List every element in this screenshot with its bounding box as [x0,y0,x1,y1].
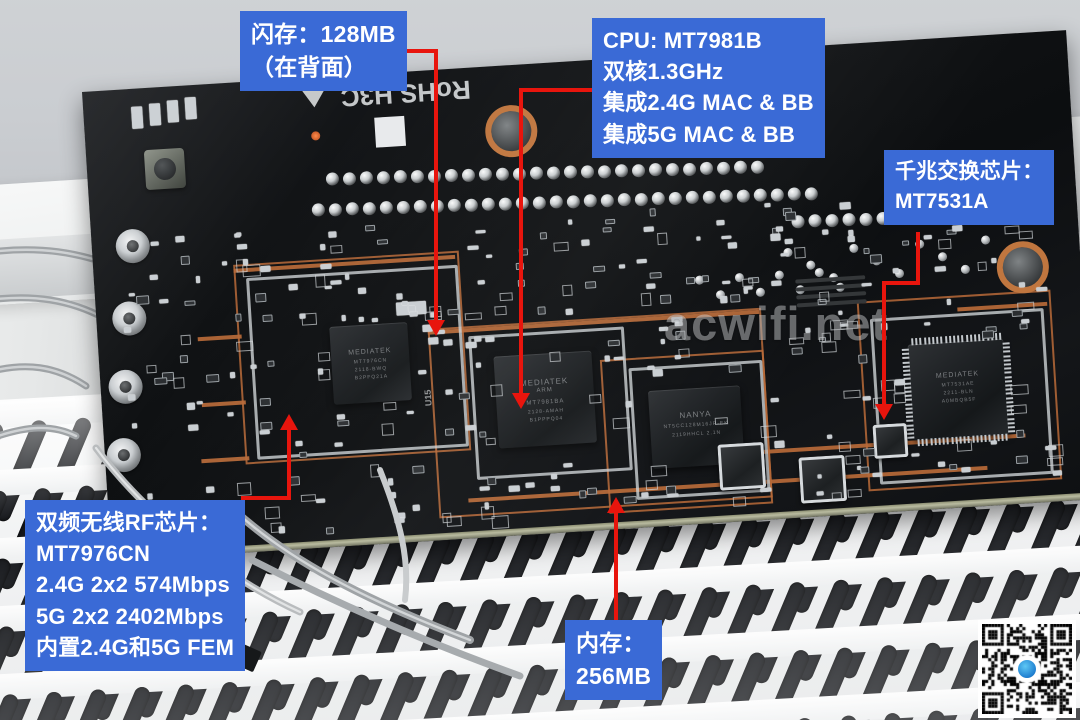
switch-label-line-1: 千兆交换芯片： [895,160,1044,183]
rf-label-line-4: 5G 2x2 2402Mbps [36,603,224,629]
qr-code[interactable] [978,620,1076,718]
leader-line-rf-v [287,430,291,500]
watermark: acwifi.net [664,297,889,350]
leader-line-memory [614,512,618,620]
antenna-connector-ant1 [114,228,151,265]
memory-label-line-1: 内存： [576,630,646,656]
chip-mt7976cn: MEDIATEK MT7976CN 2118-BWQ B2PFQ21A [329,322,412,405]
flash-label-line-2: （在背面） [251,53,367,80]
cpu-label: CPU: MT7981B 双核1.3GHz 集成2.4G MAC & BB 集成… [592,18,825,158]
flash-label: 闪存：128MB （在背面） [240,11,407,92]
switch-chip-label: 千兆交换芯片： MT7531A [884,150,1055,225]
memory-label-line-2: 256MB [576,662,652,689]
cpu-label-line-2: 双核1.3GHz [603,59,724,85]
leader-arrow-flash [427,320,445,336]
leader-line-switch-v2 [882,281,886,409]
rf-chip-label: 双频无线RF芯片： MT7976CN 2.4G 2x2 574Mbps 5G 2… [25,500,246,672]
pcb-board: RoHS H3C MEDIATEK MT7976CN 2118-BWQ B2PF… [82,30,1080,562]
chip-mt7531a: MEDIATEK MT7531AE 2211-BLN A0MBQB5F [907,338,1010,441]
leader-line-cpu-h [519,88,597,92]
flash-label-line-1: 闪存：128MB [251,21,396,47]
switch-label-line-2: MT7531A [895,189,989,213]
leader-line-rf-h [241,496,291,500]
leader-line-flash-vert [434,49,438,325]
leader-line-flash [399,49,438,53]
antenna-connector-ant3 [107,368,144,405]
browser-logo-icon [1014,656,1040,682]
cpu-label-line-1: CPU: MT7981B [603,28,762,53]
cpu-label-line-4: 集成5G MAC & BB [603,121,796,147]
leader-arrow-memory [607,497,625,513]
inductor-222 [717,441,767,491]
rf-label-line-2: MT7976CN [36,541,151,567]
antenna-connector-ant2 [105,437,142,474]
inductor-small [872,422,909,459]
rf-label-line-5: 内置2.4G和5G FEM [36,634,235,660]
leader-arrow-rf [280,414,298,430]
rf-label-line-1: 双频无线RF芯片： [36,510,222,535]
leader-line-switch-h [882,281,920,285]
rf-label-line-3: 2.4G 2x2 574Mbps [36,572,230,598]
memory-label: 内存： 256MB [565,620,663,701]
leader-line-cpu-v [519,88,523,398]
leader-line-switch-v1 [916,232,920,284]
cpu-label-line-3: 集成2.4G MAC & BB [603,90,814,116]
leader-arrow-cpu [512,393,530,409]
chip-mt7981b: MEDIATEK ARM MT7981BA 2128-AMAH B1PPPQ04 [493,350,598,449]
leader-arrow-switch [875,404,893,420]
